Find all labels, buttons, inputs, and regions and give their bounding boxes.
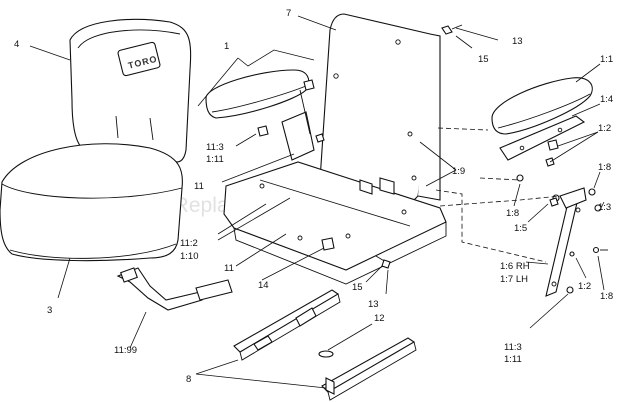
callout-11-2: 11:2 [180, 238, 198, 249]
callout-11-low: 11 [224, 263, 234, 274]
seat-belt [116, 267, 233, 311]
callout-labels: 4 3 1 7 13 15 11:3 1:11 11 11:2 1:10 11 … [14, 8, 613, 385]
callout-14: 14 [258, 280, 269, 291]
seat-pan [223, 161, 447, 285]
callout-11-99: 11:99 [114, 345, 137, 356]
callout-1-2-top: 1:2 [598, 123, 611, 134]
seat-back-cushion: TORO [69, 18, 192, 163]
alignment-lines [435, 127, 561, 263]
callout-12: 12 [374, 313, 385, 324]
callout-1-3: 1:3 [598, 202, 611, 213]
seat-bottom-cushion [0, 143, 183, 262]
callout-1: 1 [224, 41, 229, 52]
seat-slide-rail-lower [321, 337, 417, 401]
callout-1-10: 1:10 [180, 251, 199, 262]
leader-lines [29, 15, 605, 389]
callout-1-6-rh: 1:6 RH [500, 261, 530, 272]
callout-1-8-left: 1:8 [506, 208, 519, 219]
seat-backrest-frame [319, 13, 441, 207]
callout-1-1: 1:1 [600, 54, 613, 65]
callout-11-3-left: 11:3 [206, 142, 224, 153]
callout-1-8-low: 1:8 [600, 291, 613, 302]
seat-slide-rail-upper [233, 289, 341, 361]
callout-13-top: 13 [512, 36, 523, 47]
armrest-bracket [499, 115, 586, 161]
callout-1-11-right: 1:11 [504, 354, 522, 365]
callout-8: 8 [186, 374, 191, 385]
armrest-mount-bar [545, 187, 587, 297]
callout-11-mid: 11 [194, 181, 204, 192]
callout-1-7-lh: 1:7 LH [500, 274, 528, 285]
callout-1-5: 1:5 [514, 223, 527, 234]
callout-7: 7 [286, 8, 291, 19]
callout-3: 3 [47, 305, 52, 316]
callout-4: 4 [14, 39, 19, 50]
hardware [257, 24, 608, 358]
callout-1-11-left: 1:11 [206, 154, 224, 165]
right-armrest [491, 77, 593, 135]
callout-11-3-right: 11:3 [504, 342, 522, 353]
callout-1-2-low: 1:2 [578, 281, 591, 292]
callout-1-9: 1:9 [452, 166, 465, 177]
callout-1-4: 1:4 [600, 94, 613, 105]
callout-13-low: 13 [368, 299, 379, 310]
callout-15-top: 15 [478, 54, 489, 65]
callout-1-8-right: 1:8 [598, 162, 611, 173]
callout-15-low: 15 [352, 282, 363, 293]
brand-patch [117, 41, 161, 77]
